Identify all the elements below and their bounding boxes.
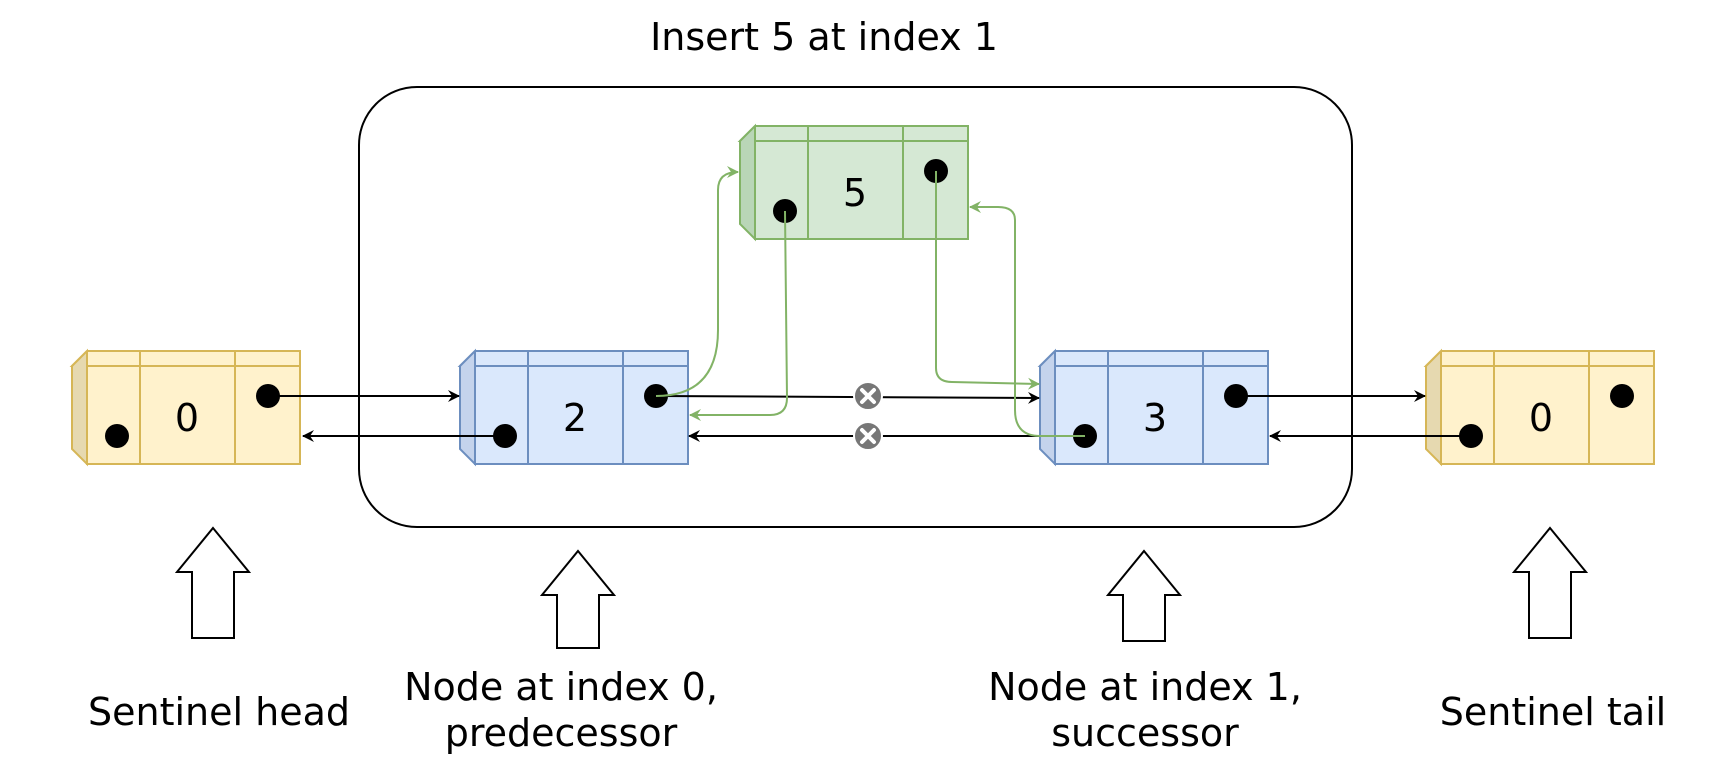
successor-prev-to-new-arrow [969,201,1085,437]
predecessor-caption-line-2: predecessor [445,711,678,755]
new-node: 5 [737,123,969,242]
successor-caption-line-2: successor [1051,711,1239,755]
sentinel-head-pointer-arrow-icon [174,526,252,639]
next-pointer-dot [1610,384,1634,408]
predecessor-node: 2 [457,348,689,467]
sentinel-head-node: 0 [69,348,301,467]
sentinel-tail-pointer-arrow-icon [1511,526,1589,639]
new-next-to-successor-arrow [935,171,1040,390]
diagram-title: Insert 5 at index 1 [650,15,998,59]
successor-pointer-arrow-icon [1105,549,1183,642]
predecessor-caption-line-1: Node at index 0, [404,665,718,709]
predecessor-pointer-arrow-icon [539,549,617,649]
successor-caption-line-1: Node at index 1, [988,665,1302,709]
removed-link-x-icon [853,421,883,451]
new-prev-to-predecessor-arrow [689,210,789,421]
predecessor-next-to-new-arrow [655,166,739,397]
sentinel-head-caption: Sentinel head [88,690,350,734]
sentinel-tail-caption: Sentinel tail [1440,690,1666,734]
sentinel-tail-node: 0 [1423,348,1655,467]
node-value: 0 [175,396,199,440]
removed-link-x-icon [853,381,883,411]
predecessor-next-arrow-removed [655,391,1040,404]
successor-node: 3 [1037,348,1269,467]
node-value: 2 [563,396,587,440]
prev-pointer-dot [105,424,129,448]
node-value: 5 [843,171,867,215]
node-value: 0 [1529,396,1553,440]
insertion-region-frame [358,86,1353,528]
node-value: 3 [1143,396,1167,440]
